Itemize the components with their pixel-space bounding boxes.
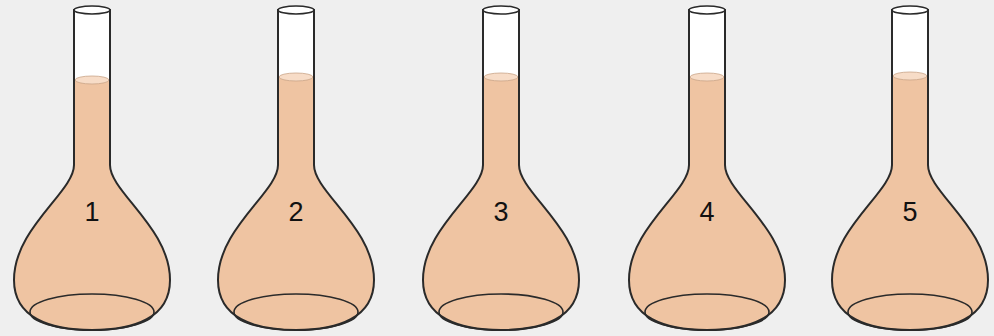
flask-rim bbox=[483, 6, 519, 14]
meniscus bbox=[75, 76, 109, 84]
volumetric-flask: 3 bbox=[411, 0, 591, 336]
meniscus bbox=[279, 73, 313, 81]
flask-rim bbox=[892, 6, 928, 14]
flask-drawing bbox=[617, 0, 797, 336]
volumetric-flask: 4 bbox=[617, 0, 797, 336]
flask-outline bbox=[14, 10, 170, 330]
flask-outline bbox=[832, 10, 988, 330]
meniscus bbox=[690, 73, 724, 81]
flask-number: 5 bbox=[902, 199, 917, 226]
flask-number: 3 bbox=[493, 199, 508, 226]
volumetric-flask: 2 bbox=[206, 0, 386, 336]
flask-outline bbox=[423, 10, 579, 330]
flask-drawing bbox=[206, 0, 386, 336]
meniscus bbox=[893, 72, 927, 80]
flask-number: 4 bbox=[699, 199, 714, 226]
liquid bbox=[820, 76, 994, 336]
liquid bbox=[206, 77, 386, 336]
flask-drawing bbox=[411, 0, 591, 336]
flask-number: 1 bbox=[84, 199, 99, 226]
flask-outline bbox=[629, 10, 785, 330]
flask-rim bbox=[74, 6, 110, 14]
flask-rim bbox=[689, 6, 725, 14]
flask-number: 2 bbox=[288, 199, 303, 226]
flask-rim bbox=[278, 6, 314, 14]
liquid bbox=[2, 80, 182, 336]
meniscus bbox=[484, 73, 518, 81]
liquid bbox=[617, 77, 797, 336]
flask-drawing bbox=[2, 0, 182, 336]
flask-drawing bbox=[820, 0, 994, 336]
volumetric-flask: 1 bbox=[2, 0, 182, 336]
liquid bbox=[411, 77, 591, 336]
volumetric-flask: 5 bbox=[820, 0, 994, 336]
flask-outline bbox=[218, 10, 374, 330]
